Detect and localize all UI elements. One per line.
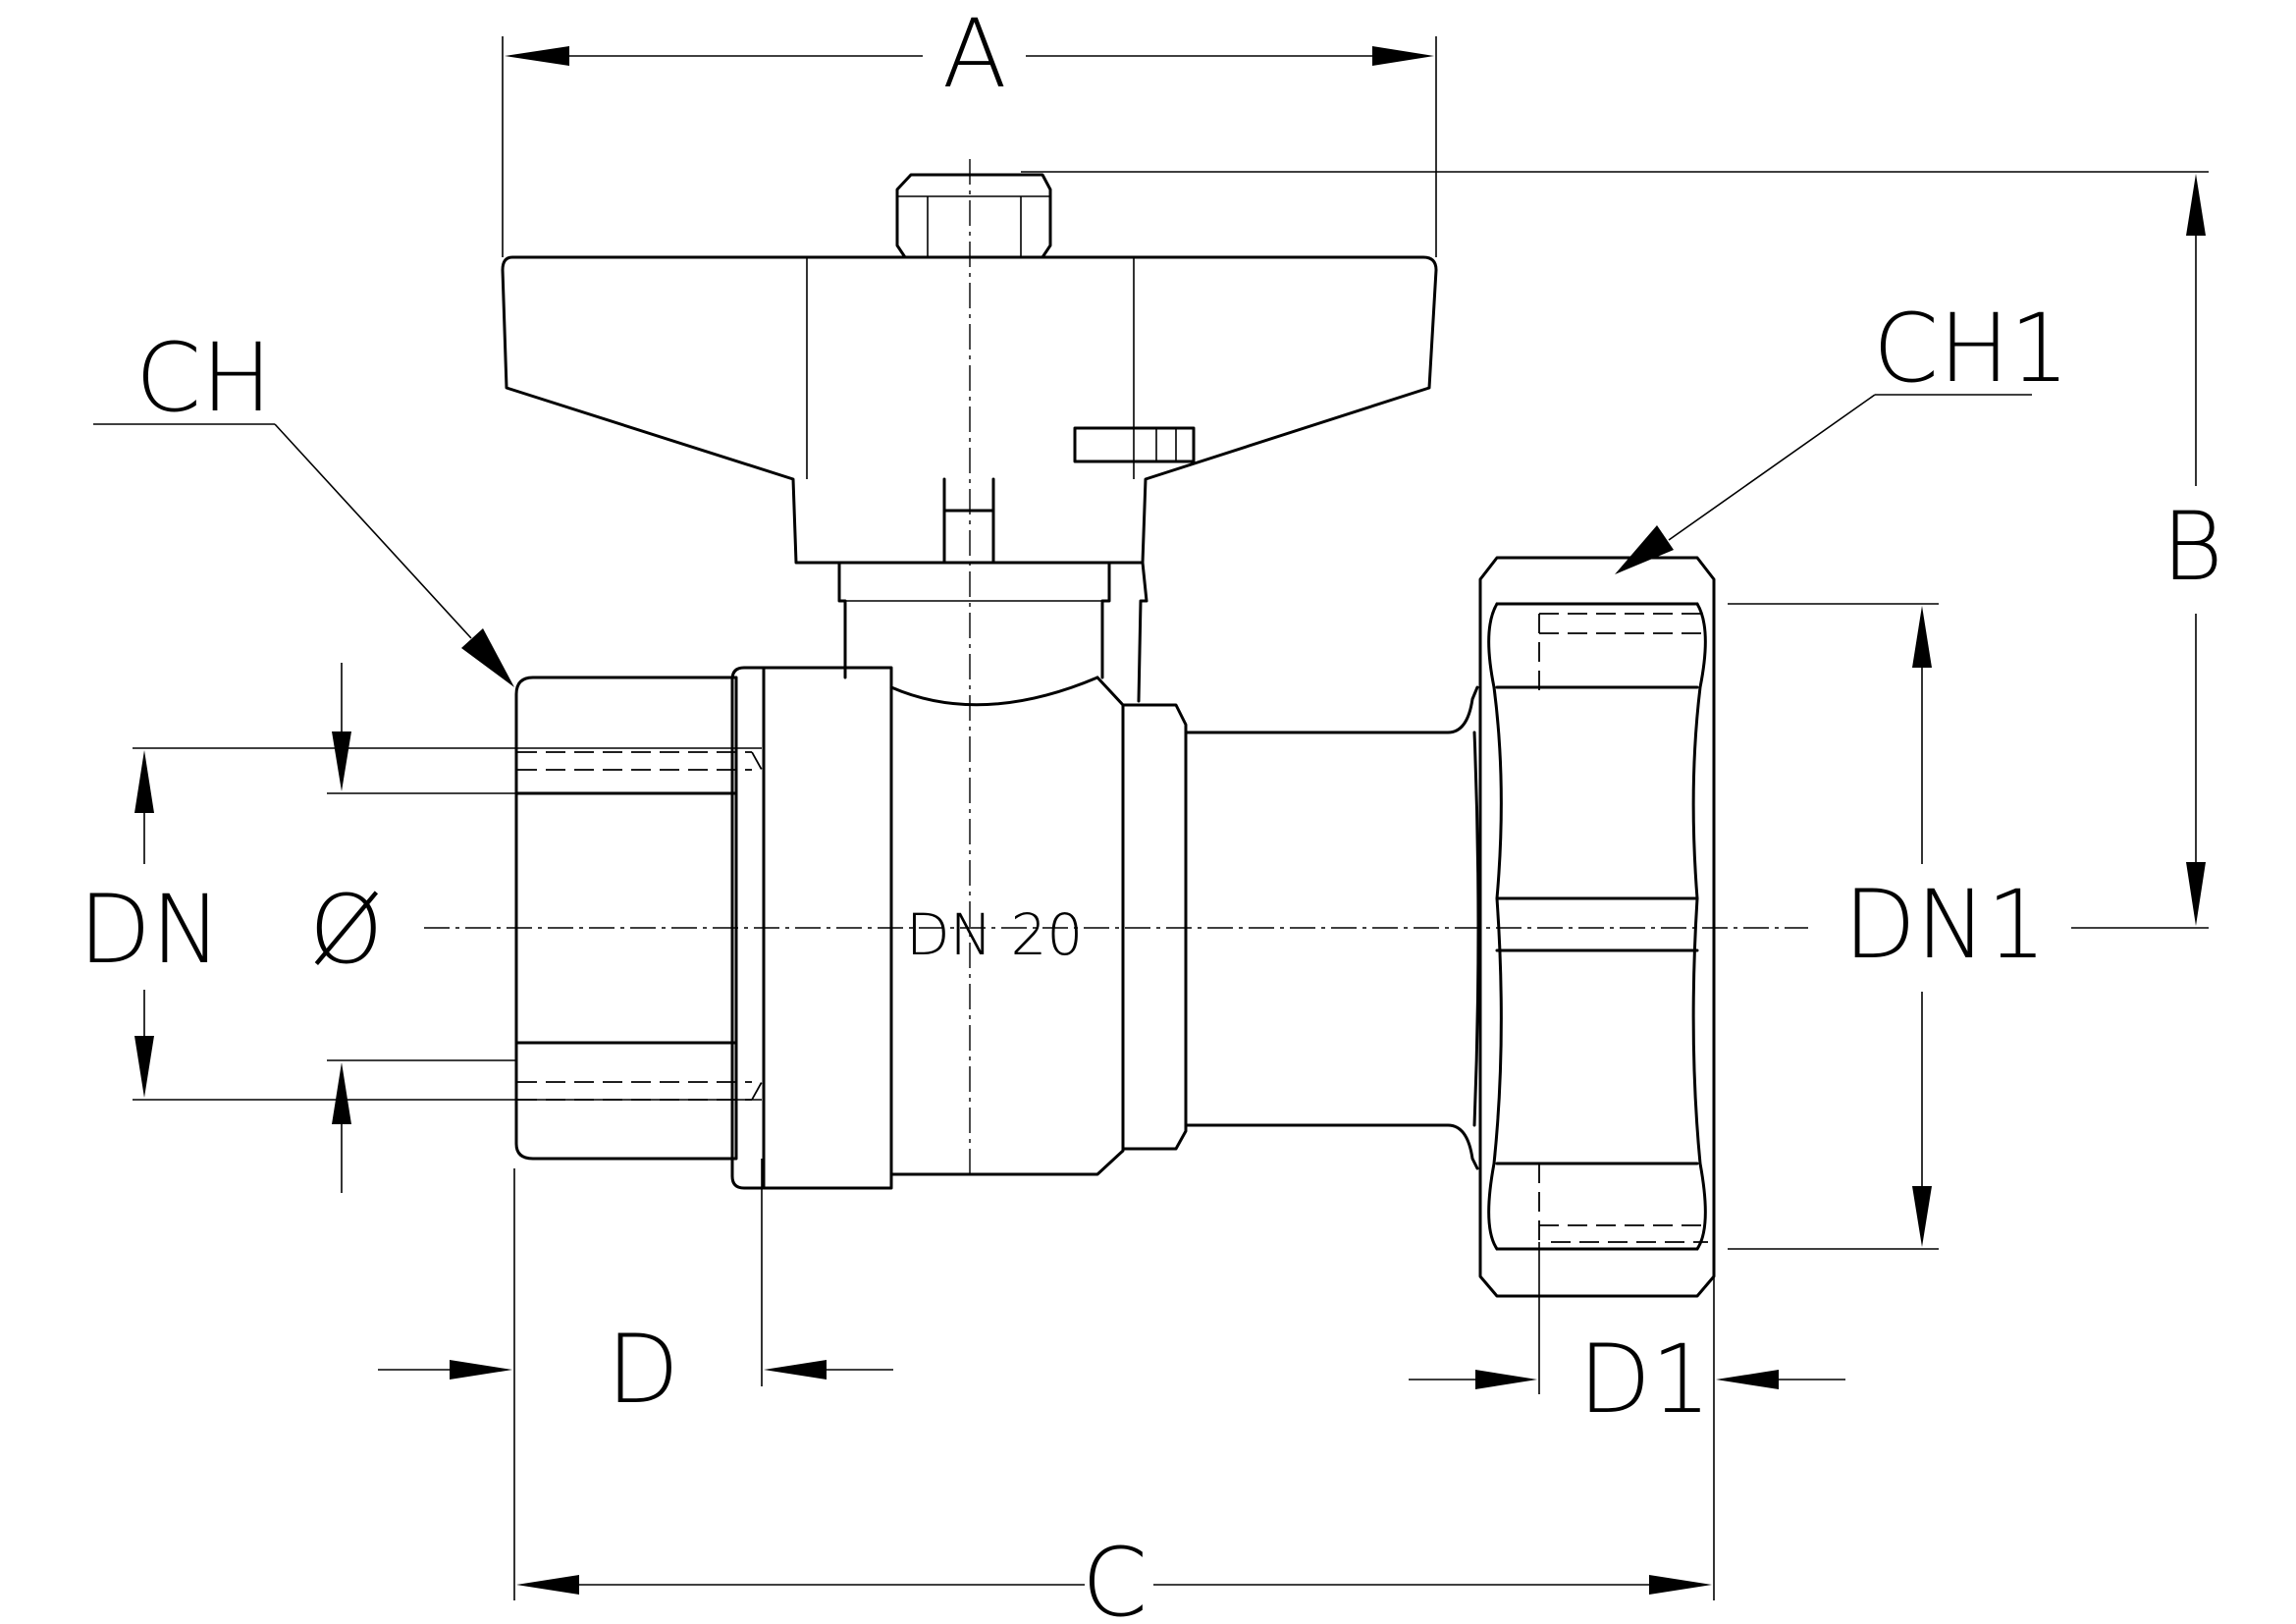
dimension-diameter-label: Ø: [309, 875, 384, 985]
dimension-dn1-label: DN1: [1843, 870, 2047, 980]
dimension-a-label: A: [942, 0, 1007, 109]
centerlines: [424, 159, 1808, 1178]
dimension-d1: [1409, 1242, 1845, 1394]
dimension-d1-label: D1: [1578, 1325, 1711, 1435]
dimension-b-label: B: [2162, 492, 2223, 602]
left-threaded-end: [514, 676, 763, 1161]
dimension-diameter: [327, 663, 517, 1193]
body-marking: DN 20: [906, 901, 1083, 968]
dimension-c: [513, 1168, 1715, 1600]
ch-label: CH: [135, 323, 272, 433]
dimension-dn1: [1728, 603, 1939, 1250]
handle-nut: [895, 173, 1052, 259]
dimension-b: [1021, 171, 2209, 929]
valve-stem: [837, 561, 1148, 703]
dimension-c-label: C: [1082, 1528, 1148, 1624]
ch-leader: [93, 423, 514, 687]
ch1-label: CH1: [1873, 294, 2069, 404]
union-nut: [1478, 556, 1716, 1298]
dimension-dn-label: DN: [79, 875, 222, 985]
dimension-d: [378, 1159, 893, 1386]
dimension-dn: [133, 747, 762, 1101]
dimension-a: [502, 36, 1437, 257]
dimension-d-label: D: [607, 1315, 679, 1425]
ch1-leader: [1615, 394, 2032, 574]
